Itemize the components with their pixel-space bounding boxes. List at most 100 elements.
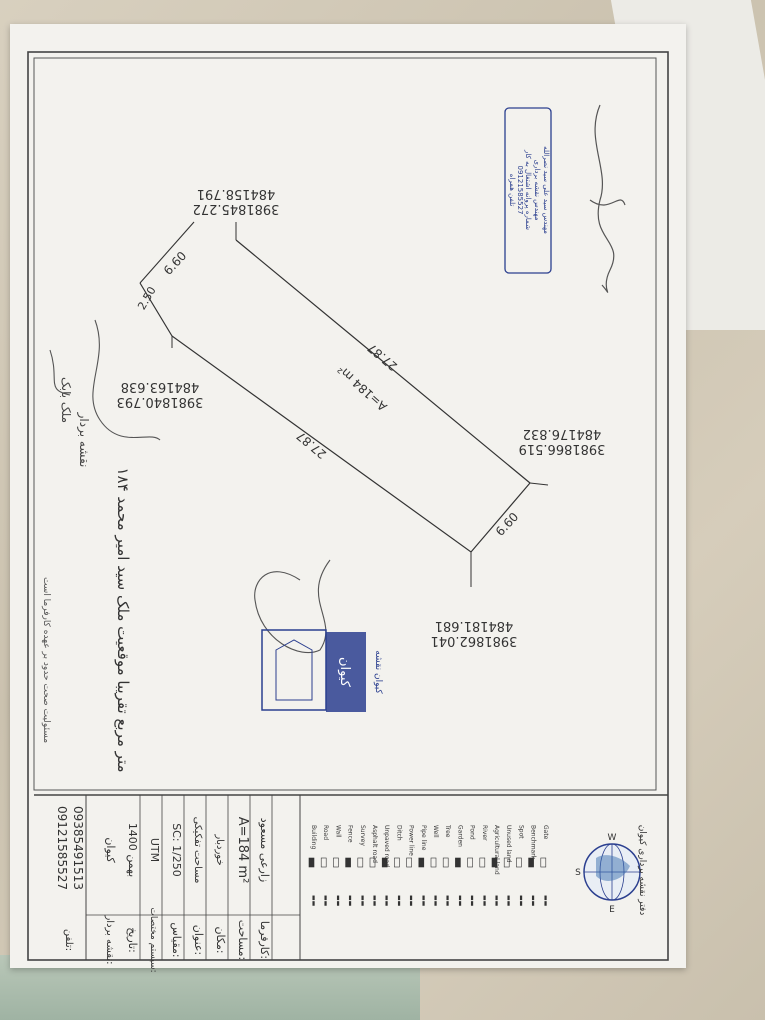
handwritten-note-3: نقشه بردار [76, 412, 91, 468]
legend: Building▬▬Road▬▬Wall▬▬Fence▬▬Survey▬▬Asp… [308, 824, 549, 907]
legend-symbol [320, 857, 327, 868]
legend-label: Unpaved road [383, 825, 390, 867]
dim-left-short: 6.60 [161, 249, 189, 278]
tb-scale-value: SC: 1/250 [170, 823, 183, 877]
legend-symbol [308, 857, 315, 868]
legend-fa-label: ▬▬ [432, 895, 439, 907]
tb-date-value: 1400 بهمن [126, 823, 139, 877]
globe-icon [583, 843, 641, 901]
area-label: A=184 m² [335, 362, 390, 414]
logo-frame [261, 629, 327, 711]
coord-c2-x: 484176.832 [523, 426, 602, 441]
legend-fa-label: ▬▬ [493, 895, 500, 907]
stamp-line2: مهندس نقشه برداری [533, 160, 541, 221]
legend-fa-label: ▬▬ [420, 895, 427, 907]
tb-employer-value: زارعی مسعود [258, 818, 271, 883]
survey-sheet [10, 24, 686, 968]
parcel [139, 221, 549, 587]
coord-c4-x: 484163.638 [121, 379, 200, 394]
tb-location-value: خوردبار [214, 833, 225, 865]
legend-symbol [406, 857, 412, 868]
signature-left [49, 319, 161, 441]
legend-symbol [528, 857, 534, 868]
stamp-line4: 09121585527 [516, 166, 524, 215]
legend-fa-label: ▬▬ [542, 895, 549, 907]
handwritten-note: ۱۸۴ متر مربع تقریبا موقعیت ملک سید امیر … [114, 467, 132, 772]
legend-label: River [481, 825, 488, 841]
tb-employer-label: کارفرما: [258, 921, 271, 959]
legend-symbol [394, 857, 400, 868]
legend-label: Ditch [395, 825, 402, 841]
tb-surveyor-label: نقشه بردار: [104, 914, 115, 964]
legend-symbol [381, 857, 388, 868]
title-block: زارعی مسعود کارفرما: A=184 m² مساحت: خور… [55, 795, 647, 973]
stamp-border [504, 107, 552, 274]
coord-c3-x: 484181.681 [435, 618, 514, 633]
signature-logo [254, 559, 331, 654]
coord-c2-y: 3981866.519 [519, 441, 606, 456]
compass-e-label: E [609, 905, 615, 915]
logo-tower [275, 639, 313, 701]
legend-symbol [540, 857, 547, 868]
legend-label: Pond [469, 825, 476, 840]
tb-title-value: مساحت تفکیکی [192, 817, 203, 884]
legend-fa-label: ▬▬ [383, 895, 390, 907]
legend-fa-label: ▬▬ [517, 895, 524, 907]
legend-symbol [467, 857, 473, 868]
legend-symbol [455, 857, 461, 868]
logo-word: کیوان [337, 657, 352, 688]
tb-system-value: UTM [148, 838, 161, 862]
footer-disclaimer: مسئولیت صحت حدود بر عهده کارفرما است [41, 577, 51, 743]
legend-label: Benchmark [530, 825, 537, 860]
legend-label: Road [322, 825, 329, 840]
legend-fa-label: ▬▬ [371, 895, 378, 907]
legend-fa-label: ▬▬ [310, 895, 317, 907]
coord-c3-y: 3981862.041 [431, 633, 518, 648]
legend-label: Power line [408, 825, 415, 856]
legend-label: Well [432, 825, 439, 838]
tb-phone-1: 09121585527 [55, 806, 69, 890]
legend-label: Tree [444, 824, 451, 838]
legend-fa-label: ▬▬ [359, 895, 366, 907]
tb-phone-label: تلفن: [63, 929, 74, 951]
legend-label: Gate [542, 825, 549, 840]
legend-symbol [333, 857, 339, 868]
legend-symbol [345, 857, 351, 868]
legend-label: Unused land [505, 825, 512, 863]
legend-fa-label: ▬▬ [322, 895, 329, 907]
tb-scale-label: مقیاس: [170, 922, 183, 957]
legend-fa-label: ▬▬ [530, 895, 537, 907]
stamp-line3: شماره پروانه اشتغال به کار [524, 149, 532, 230]
tb-area-value: A=184 m² [235, 817, 250, 884]
legend-fa-label: ▬▬ [334, 895, 341, 907]
logo-word-block [326, 632, 366, 712]
tb-company: دفتر نقشه برداری کیوان [637, 825, 647, 916]
tb-surveyor-value: کیوان [104, 837, 117, 863]
legend-symbol [491, 857, 498, 868]
compass-w-label: W [608, 833, 617, 843]
engineer-stamp: مهندس سید علی سید نصرالله مهندس نقشه برد… [504, 107, 552, 274]
legend-symbol [430, 857, 437, 868]
tb-title-label: عنوان: [192, 925, 205, 955]
legend-fa-label: ▬▬ [395, 895, 402, 907]
legend-label: Building [310, 825, 317, 850]
legend-label: Asphalt road [371, 825, 378, 863]
coord-c4-y: 3981840.793 [117, 394, 204, 409]
legend-label: Spot [517, 825, 524, 839]
legend-fa-label: ▬▬ [505, 895, 512, 907]
tb-system-label: سیستم مختصات: [148, 907, 158, 972]
legend-label: Fence [347, 825, 354, 843]
legend-symbol [516, 857, 522, 868]
legend-fa-label: ▬▬ [481, 895, 488, 907]
tb-area-label: مساحت: [236, 920, 249, 960]
coord-c1-y: 3981845.272 [193, 201, 280, 216]
coord-c1-x: 484158.791 [197, 186, 276, 201]
legend-symbol [418, 857, 425, 868]
stamp-line5: تلفن همراه [508, 174, 516, 207]
legend-label: Garden [456, 825, 463, 847]
legend-fa-label: ▬▬ [444, 895, 451, 907]
signature-top [589, 104, 626, 293]
legend-fa-label: ▬▬ [347, 895, 354, 907]
tb-phone-2: 09385491513 [71, 806, 85, 890]
